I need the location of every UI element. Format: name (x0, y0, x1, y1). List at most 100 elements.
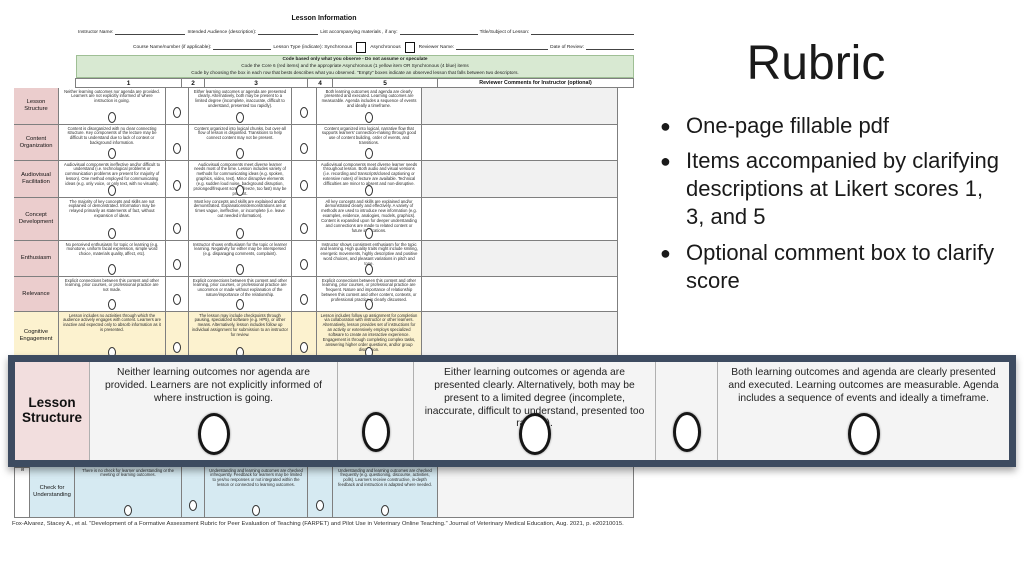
materials-label: List accompanying materials , if any: (320, 30, 398, 35)
descriptor-cell-4 (292, 161, 317, 198)
rubric-table-check-for-understanding: Check for Understanding There is no chec… (30, 467, 634, 518)
bullet-text: One-page fillable pdf (686, 113, 890, 138)
instruction-line-2: Code the Core 6 (red items) and the appr… (241, 63, 469, 69)
score-1-radio[interactable] (108, 264, 116, 275)
score-5-radio[interactable] (365, 148, 373, 159)
synchronous-group-label: S (19, 468, 25, 472)
score-5-radio[interactable] (381, 505, 389, 516)
score-3-radio[interactable] (236, 264, 244, 275)
descriptor-cell-4 (292, 312, 317, 360)
score-1-radio[interactable] (108, 299, 116, 310)
descriptor-cell-4 (292, 277, 317, 312)
descriptor-cell-5: Audiovisual components meet diverse lear… (317, 161, 422, 198)
score-4-radio[interactable] (300, 143, 308, 154)
score-1-radio[interactable] (108, 228, 116, 239)
score-1-radio[interactable] (108, 112, 116, 123)
callout-score-3-radio[interactable] (518, 413, 551, 455)
score-5-radio[interactable] (365, 299, 373, 310)
score-2-radio[interactable] (189, 500, 197, 511)
materials-field[interactable] (399, 29, 478, 35)
descriptor-cell-3: Explicit connections between this conten… (189, 277, 292, 312)
descriptor-cell-2 (166, 198, 189, 241)
callout-score-5-radio[interactable] (847, 413, 880, 455)
reviewer-comment-cell[interactable] (422, 312, 618, 360)
reviewer-comment-cell[interactable] (422, 88, 618, 125)
asynchronous-label: Asynchronous (370, 45, 401, 50)
reviewer-comment-cell[interactable] (438, 467, 634, 518)
bullet-item: ● Items accompanied by clarifying descri… (660, 147, 1000, 231)
instruction-line-3: Code by choosing the box in each row tha… (191, 69, 519, 75)
reviewer-name-label: Reviewer Name: (418, 45, 455, 50)
score-2-radio[interactable] (173, 223, 181, 234)
descriptor-cell-2 (166, 241, 189, 277)
bullet-text: Items accompanied by clarifying descript… (686, 148, 1000, 230)
score-2-radio[interactable] (173, 342, 181, 353)
score-4-radio[interactable] (300, 107, 308, 118)
reviewer-comment-cell[interactable] (422, 198, 618, 241)
score-2-radio[interactable] (173, 294, 181, 305)
descriptor-cell-2 (166, 88, 189, 125)
score-1-radio[interactable] (108, 185, 116, 196)
score-5-radio[interactable] (365, 112, 373, 123)
date-of-review-label: Date of Review: (550, 45, 584, 50)
callout-descriptor-2 (337, 362, 413, 460)
row-label-audiovisual-facilitation: Audiovisual Facilitation (14, 161, 59, 198)
score-3-radio[interactable] (236, 148, 244, 159)
score-3-radio[interactable] (236, 112, 244, 123)
reviewer-comment-cell[interactable] (422, 277, 618, 312)
subject-field[interactable] (531, 29, 634, 35)
synchronous-checkbox[interactable] (356, 42, 367, 53)
descriptor-cell-3: Audiovisual components meet diverse lear… (189, 161, 292, 198)
score-5-radio[interactable] (365, 185, 373, 196)
asynchronous-checkbox[interactable] (404, 42, 415, 53)
column-header-4: 4 (308, 78, 333, 88)
reviewer-comment-cell[interactable] (422, 161, 618, 198)
score-5-radio[interactable] (365, 264, 373, 275)
reviewer-comment-cell[interactable] (422, 125, 618, 161)
descriptor-cell-1: No perceived enthusiasm for topic or lea… (59, 241, 166, 277)
descriptor-cell-1: Content is disorganized with no clear co… (59, 125, 166, 161)
score-3-radio[interactable] (236, 299, 244, 310)
audience-field[interactable] (258, 29, 319, 35)
score-3-radio[interactable] (252, 505, 260, 516)
audience-label: Intended Audience (description): (187, 30, 257, 35)
score-4-radio[interactable] (300, 223, 308, 234)
score-4-radio[interactable] (300, 180, 308, 191)
bullet-icon: ● (660, 116, 671, 136)
score-4-radio[interactable] (300, 342, 308, 353)
descriptor-cell-5: Both learning outcomes and agenda are cl… (317, 88, 422, 125)
score-3-radio[interactable] (236, 228, 244, 239)
column-header-comments: Reviewer Comments for Instructor (option… (438, 78, 634, 88)
score-1-radio[interactable] (108, 148, 116, 159)
callout-descriptor-3: Either learning outcomes or agenda are p… (413, 362, 655, 460)
table-row-content-organization: Content Organization Content is disorgan… (14, 125, 634, 161)
reviewer-name-field[interactable] (456, 44, 549, 50)
score-4-radio[interactable] (300, 259, 308, 270)
reviewer-comment-cell[interactable] (422, 241, 618, 277)
score-2-radio[interactable] (173, 143, 181, 154)
table-row-audiovisual-facilitation: Audiovisual Facilitation Audiovisual com… (14, 161, 634, 198)
callout-score-4-radio[interactable] (672, 412, 701, 452)
date-of-review-field[interactable] (585, 44, 634, 50)
score-4-radio[interactable] (316, 500, 324, 511)
score-2-radio[interactable] (173, 107, 181, 118)
score-1-radio[interactable] (124, 505, 132, 516)
descriptor-cell-1: There is no check for learner understand… (75, 467, 182, 518)
descriptor-cell-5: All key concepts and skills are explaine… (317, 198, 422, 241)
column-header-3: 3 (205, 78, 308, 88)
score-2-radio[interactable] (173, 180, 181, 191)
callout-row-label: Lesson Structure (15, 362, 89, 460)
descriptor-cell-3: Most key concepts and skills are explain… (189, 198, 292, 241)
course-field[interactable] (213, 44, 272, 50)
score-3-radio[interactable] (236, 185, 244, 196)
callout-score-1-radio[interactable] (197, 413, 230, 455)
instructor-name-field[interactable] (115, 29, 186, 35)
score-4-radio[interactable] (300, 294, 308, 305)
subject-label: Title/Subject of Lesson: (479, 30, 530, 35)
score-2-radio[interactable] (173, 259, 181, 270)
score-5-radio[interactable] (365, 228, 373, 239)
callout-score-2-radio[interactable] (361, 412, 390, 452)
descriptor-cell-5: Content organized into logical, narrativ… (317, 125, 422, 161)
callout-descriptor-5: Both learning outcomes and agenda are cl… (717, 362, 1009, 460)
rubric-table: Lesson Structure Neither learning outcom… (14, 88, 634, 360)
